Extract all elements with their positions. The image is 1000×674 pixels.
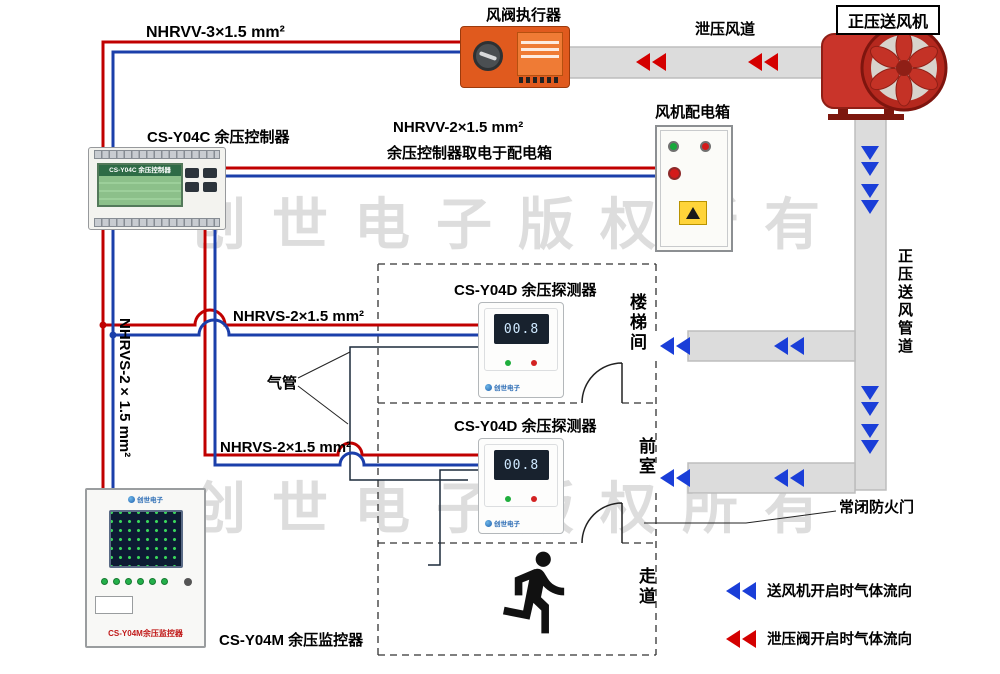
run-led <box>505 496 511 502</box>
pressure-detector-frontroom: 00.8 创世电子 <box>478 438 564 534</box>
wire-junction-red <box>99 321 107 329</box>
fire-door-pointer-line <box>644 510 837 524</box>
detector-reading: 00.8 <box>503 457 540 473</box>
power-box-door <box>660 130 728 247</box>
pressure-controller-device: CS-Y04C 余压控制器 <box>88 147 226 230</box>
power-box-label: 风机配电箱 <box>655 104 731 121</box>
monitor-label: CS-Y04M 余压监控器 <box>219 632 364 649</box>
detector-reading: 00.8 <box>503 321 540 337</box>
alarm-led <box>531 360 537 366</box>
terminal-strip <box>94 150 220 159</box>
controller-screen-title: CS-Y04C 余压控制器 <box>99 165 181 176</box>
brand-icon <box>485 519 492 527</box>
legend-relief-text: 泄压阀开启时气体流向 <box>767 632 912 648</box>
relief-flow-arrows <box>636 53 778 71</box>
legend-relief-flow: 泄压阀开启时气体流向 <box>726 628 912 649</box>
detector1-wire-label: NHRVS-2×1.5 mm² <box>233 308 365 325</box>
monitor-buttons[interactable] <box>101 578 168 585</box>
brand-icon <box>128 495 135 503</box>
wire-label-top: NHRVV-3×1.5 mm² <box>146 24 285 41</box>
stop-button[interactable] <box>668 167 681 180</box>
monitor-wire-label: NHRVS-2×1.5 mm² <box>116 318 133 458</box>
relief-duct <box>562 46 826 79</box>
alarm-led <box>531 496 537 502</box>
monitor-screen <box>109 510 183 568</box>
supply-fan-icon <box>821 24 948 120</box>
actuator-terminals <box>519 77 561 83</box>
wire-junction-blue <box>109 331 117 339</box>
brand-text: 创世电子 <box>137 497 163 504</box>
red-wires <box>101 40 655 488</box>
relief-duct-label: 泄压风道 <box>695 21 756 38</box>
legend-supply-flow: 送风机开启时气体流向 <box>726 580 912 601</box>
brand-logo: 创世电子 <box>87 494 204 504</box>
air-tube-leader-lines <box>297 351 351 425</box>
detector-display: 00.8 <box>494 450 549 480</box>
detector1-label: CS-Y04D 余压探测器 <box>454 282 597 299</box>
run-indicator-light <box>668 141 679 152</box>
detector-display: 00.8 <box>494 314 549 344</box>
detector2-label: CS-Y04D 余压探测器 <box>454 418 597 435</box>
brand-text: 创世电子 <box>494 385 520 392</box>
room-label-stairwell: 楼梯间 <box>627 293 646 353</box>
red-flow-arrow-icon <box>726 629 756 648</box>
terminal-strip <box>94 218 220 227</box>
actuator-hub <box>473 41 503 71</box>
card-slot <box>95 596 133 614</box>
fire-door-symbol <box>581 362 623 544</box>
pressure-monitor-device: 创世电子 CS-Y04M余压监控器 <box>85 488 206 648</box>
room-label-frontroom: 前室 <box>636 437 655 477</box>
room-label-corridor: 走道 <box>636 567 655 607</box>
blue-flow-arrow-icon <box>726 581 756 600</box>
air-tube-lines <box>349 346 478 566</box>
detector-panel <box>484 308 558 371</box>
damper-actuator-device <box>460 26 570 88</box>
controller-screen: CS-Y04C 余压控制器 <box>97 163 183 207</box>
power-wire-note: 余压控制器取电于配电箱 <box>387 145 553 162</box>
running-person-icon <box>502 551 565 634</box>
actuator-label: 风阀执行器 <box>486 7 562 24</box>
air-tube-label: 气管 <box>267 375 298 392</box>
run-led <box>505 360 511 366</box>
controller-label: CS-Y04C 余压控制器 <box>147 129 290 146</box>
brand-logo: 创世电子 <box>485 518 520 528</box>
air-ducts <box>562 46 887 494</box>
room-walls <box>377 263 657 656</box>
brand-logo: 创世电子 <box>485 382 520 392</box>
legend-supply-text: 送风机开启时气体流向 <box>767 584 912 600</box>
keyhole[interactable] <box>184 578 192 586</box>
actuator-slot <box>478 51 498 61</box>
supply-flow-arrows <box>660 146 879 487</box>
controller-buttons[interactable] <box>185 168 217 192</box>
blue-wires <box>111 50 655 488</box>
warning-triangle-icon <box>686 207 700 219</box>
monitor-nameplate: CS-Y04M余压监控器 <box>108 629 183 638</box>
supply-duct-branch-frontroom <box>687 462 856 494</box>
actuator-nameplate <box>517 32 563 76</box>
fan-title: 正压送风机 <box>836 5 941 35</box>
fire-door-label: 常闭防火门 <box>839 499 915 516</box>
detector-panel <box>484 444 558 507</box>
pressure-detector-stairwell: 00.8 创世电子 <box>478 302 564 398</box>
hazard-sticker <box>679 201 707 225</box>
detector2-wire-label: NHRVS-2×1.5 mm² <box>220 439 352 456</box>
stop-indicator-light <box>700 141 711 152</box>
power-wire-label: NHRVV-2×1.5 mm² <box>393 119 524 136</box>
brand-icon <box>485 383 492 391</box>
supply-duct-label: 正压送风管道 <box>896 248 913 356</box>
brand-text: 创世电子 <box>494 521 520 528</box>
fan-power-box-device <box>655 125 733 252</box>
controller-screen-body <box>99 176 181 205</box>
supply-duct-branch-stairwell <box>687 330 856 362</box>
